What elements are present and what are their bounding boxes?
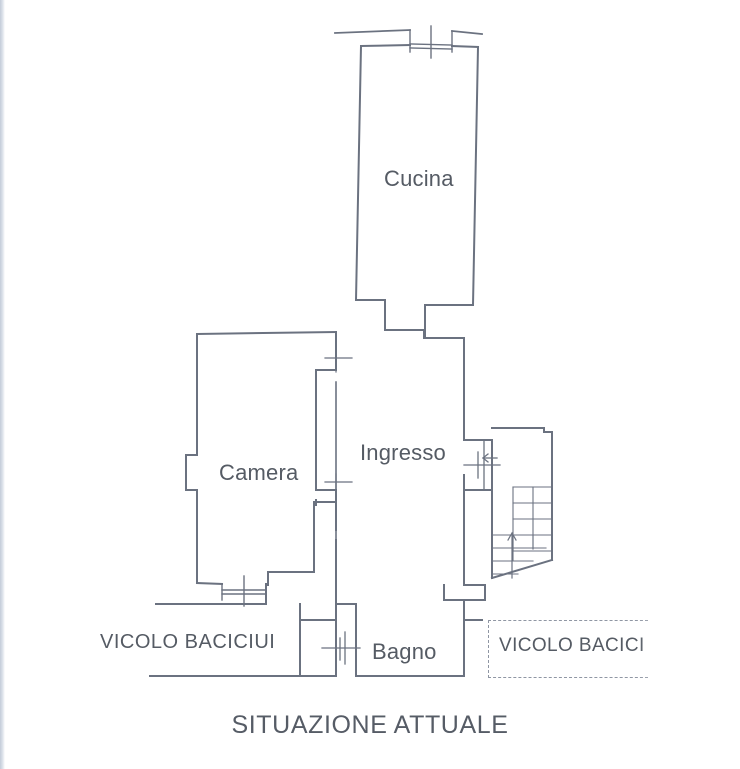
room-label-camera: Camera — [219, 460, 299, 485]
bagno-left-wall — [149, 619, 337, 677]
partition-upper — [315, 331, 337, 521]
partition-bottom-wall — [267, 499, 337, 605]
staircase-enclosure — [490, 427, 554, 580]
camera-walls — [185, 330, 338, 586]
room-label-cucina: Cucina — [384, 166, 454, 191]
cucina-walls — [354, 43, 480, 339]
street-label-vicolo-bacici-right: VICOLO BACICI — [499, 635, 645, 656]
stair-up-arrow — [507, 531, 517, 579]
top-exterior-wall — [334, 29, 483, 35]
camera-bottom-wall — [155, 583, 267, 605]
partition-lower — [315, 501, 337, 531]
room-label-bagno: Bagno — [372, 639, 437, 664]
cucina-top-door — [409, 25, 453, 59]
stair-lower-wall — [443, 584, 486, 601]
room-label-ingresso: Ingresso — [360, 440, 446, 465]
camera-bottom-door — [221, 575, 267, 607]
entry-door — [463, 439, 501, 491]
ingresso-walls — [384, 329, 493, 586]
divider-door-ticks — [324, 349, 353, 497]
vicolo-right-dashed-box — [488, 620, 648, 678]
page-title: SITUAZIONE ATTUALE — [231, 711, 509, 739]
street-label-vicolo-baciciui-left: VICOLO BACICIUI — [100, 631, 276, 653]
bagno-left-door — [321, 631, 361, 665]
street-block-right — [463, 619, 483, 677]
scan-edge-left — [0, 0, 5, 769]
